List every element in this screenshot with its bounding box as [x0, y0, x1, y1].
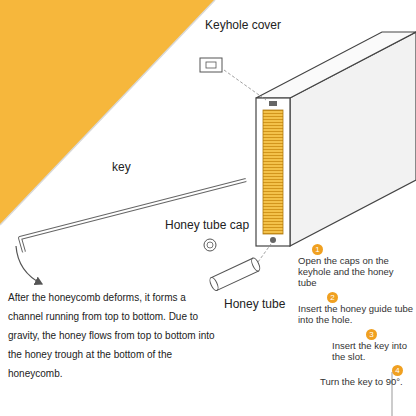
step-text: Open the caps on the keyhole and the hon…: [298, 256, 414, 289]
keyhole-cover-detail: [206, 62, 216, 68]
key-rod-inner: [20, 180, 246, 252]
step-text: Insert the honey guide tube into the hol…: [298, 304, 414, 326]
honey-tube-icon: [208, 257, 261, 292]
tube-cap-detail: [207, 242, 213, 248]
note-text: After the honeycomb deforms, it forms a …: [8, 288, 218, 383]
keyhole-cover-icon: [200, 58, 222, 72]
tube-hole: [270, 237, 276, 243]
frame-top: [256, 32, 416, 98]
frame-front: [256, 98, 290, 246]
callout-number: 2: [327, 292, 338, 303]
part-label: Keyhole cover: [205, 18, 281, 32]
guide-line: [258, 244, 271, 262]
tube-cap-icon: [204, 239, 216, 251]
callout-number: 1: [312, 244, 323, 255]
guide-line: [224, 70, 266, 100]
part-label: Honey tube cap: [165, 218, 249, 232]
keyhole: [269, 101, 277, 106]
table-edge: [0, 0, 215, 225]
part-label: Honey tube: [224, 297, 285, 311]
step-text: Turn the key to 90°.: [320, 377, 414, 388]
callout-number: 4: [392, 365, 403, 376]
honeycomb: [263, 110, 283, 234]
part-label: key: [112, 160, 131, 174]
callout-number: 3: [366, 329, 377, 340]
step-text: Insert the key into the slot.: [332, 341, 414, 363]
wall-background: [0, 0, 215, 225]
flow-arrow: [16, 246, 42, 284]
steps-column: 1Open the caps on the keyhole and the ho…: [298, 244, 414, 391]
key-rod: [20, 180, 246, 252]
